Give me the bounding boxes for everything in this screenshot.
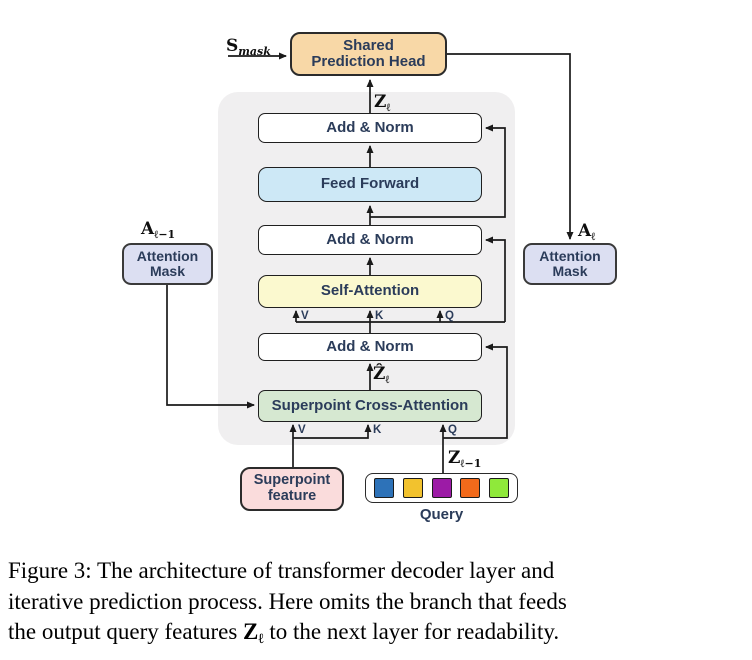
attention-mask-right-block: Attention Mask: [523, 243, 617, 285]
add-norm-top-block: Add & Norm: [258, 113, 482, 143]
block-label: Prediction Head: [311, 53, 426, 70]
block-label: Shared: [343, 36, 394, 54]
query-token: [460, 478, 481, 498]
superpoint-feature-block: Superpoint feature: [240, 467, 344, 511]
figure-caption: Figure 3: The architecture of transforme…: [8, 556, 746, 656]
feed-forward-block: Feed Forward: [258, 167, 482, 202]
z-hat-l-label: Ẑℓ: [373, 364, 390, 386]
self-attention-block: Self-Attention: [258, 275, 482, 308]
block-label: Superpoint: [253, 472, 331, 489]
block-label: Attention: [539, 247, 601, 264]
z-l-minus-1-label: Zℓ−1: [448, 448, 482, 470]
sa-port-v-label: V: [301, 310, 309, 322]
sca-port-k-label: K: [373, 424, 382, 436]
block-label: Mask: [552, 263, 588, 279]
sa-port-q-label: Q: [445, 310, 454, 322]
query-tokens-box: [365, 473, 518, 503]
caption-z-l-math: Zℓ: [243, 619, 264, 647]
query-token: [489, 478, 509, 498]
a-l-minus-1-label: Aℓ−1: [141, 219, 176, 241]
caption-line: Figure 3: The architecture of transforme…: [8, 558, 555, 583]
sca-port-q-label: Q: [448, 424, 457, 436]
sa-port-k-label: K: [375, 310, 384, 322]
query-token: [374, 478, 394, 498]
caption-line: iterative prediction process. Here omits…: [8, 588, 567, 614]
query-token: [402, 478, 423, 498]
caption-line: the output query features Zℓ to the next…: [8, 619, 560, 647]
s-mask-label: Smask: [226, 36, 271, 58]
block-label: Mask: [149, 263, 186, 279]
query-token: [431, 478, 452, 498]
attention-mask-left-block: Attention Mask: [122, 243, 213, 285]
a-l-label: Aℓ: [578, 221, 596, 243]
shared-prediction-head-block: Shared Prediction Head: [290, 32, 447, 76]
superpoint-cross-attention-block: Superpoint Cross-Attention: [258, 390, 482, 422]
query-label: Query: [419, 506, 464, 523]
sca-port-v-label: V: [298, 424, 306, 436]
z-l-label: Zℓ: [374, 92, 391, 114]
add-norm-bottom-block: Add & Norm: [258, 333, 482, 361]
block-label: Attention: [136, 247, 199, 264]
add-norm-middle-block: Add & Norm: [258, 225, 482, 255]
block-label: feature: [267, 488, 317, 504]
